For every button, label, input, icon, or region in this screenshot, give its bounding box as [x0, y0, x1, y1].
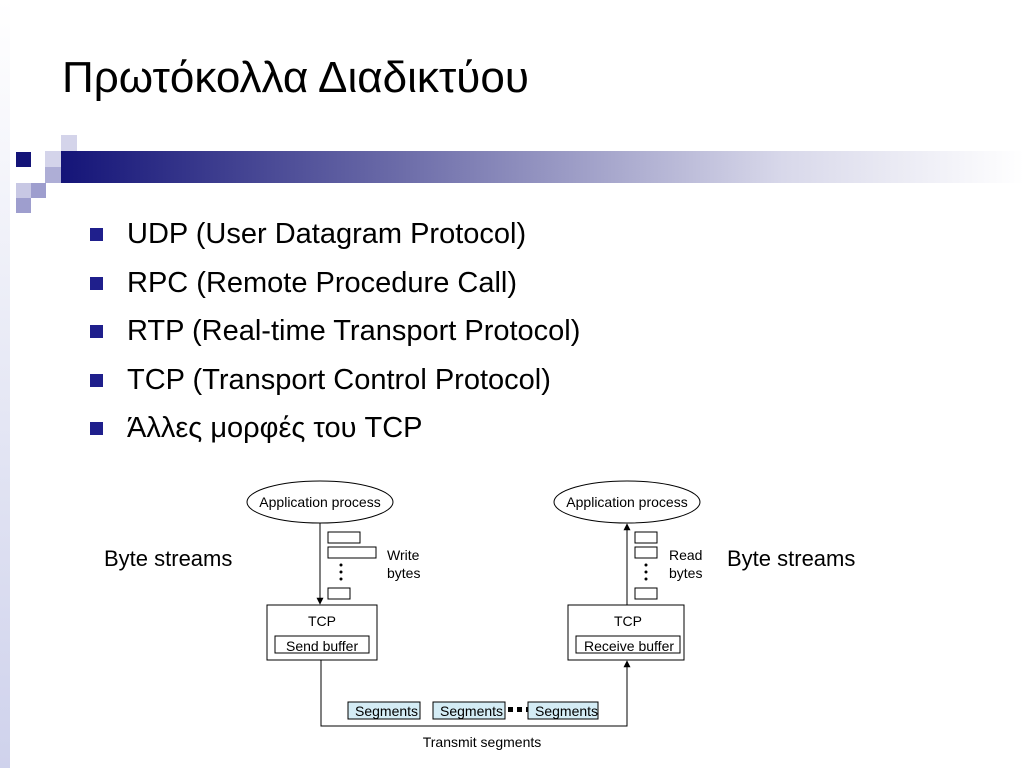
- title-gradient-bar: [60, 151, 1024, 183]
- byte-streams-right-label: Byte streams: [727, 546, 856, 571]
- dot: [644, 563, 648, 567]
- bullet-item: Άλλες μορφές του TCP: [90, 404, 580, 453]
- receive-buffer-label: Receive buffer: [584, 638, 674, 654]
- bullet-text: Άλλες μορφές του TCP: [127, 412, 423, 444]
- byte-streams-left-label: Byte streams: [104, 546, 233, 571]
- segment-label: Segments: [535, 703, 598, 719]
- segment-label: Segments: [355, 703, 418, 719]
- receive-buffer-box: [575, 635, 681, 654]
- left-app-label: Application process: [259, 494, 380, 510]
- read-byte-box: [634, 531, 658, 544]
- dot: [644, 577, 648, 581]
- read-byte-box: [634, 587, 658, 600]
- bullet-text: RTP (Real-time Transport Protocol): [127, 315, 581, 347]
- bullet-square-icon: [90, 422, 103, 435]
- slide-title: Πρωτόκολλα Διαδικτύου: [62, 53, 529, 102]
- bullet-text: RPC (Remote Procedure Call): [127, 266, 518, 299]
- deco-square: [16, 152, 31, 167]
- bullet-item: UDP (User Datagram Protocol): [90, 210, 580, 259]
- dot: [339, 570, 343, 574]
- title-decoration: [16, 135, 1024, 213]
- bullet-item: RPC (Remote Procedure Call): [90, 259, 580, 308]
- deco-square: [16, 198, 31, 213]
- transmit-label: Transmit segments: [423, 734, 542, 750]
- read-label: bytes: [669, 565, 702, 581]
- deco-square: [16, 183, 31, 198]
- bullet-square-icon: [90, 325, 103, 338]
- write-byte-box: [327, 531, 361, 544]
- right-app-label: Application process: [566, 494, 687, 510]
- segment-box: [432, 701, 506, 720]
- send-buffer-box: [274, 635, 370, 654]
- bullet-item: RTP (Real-time Transport Protocol): [90, 307, 580, 356]
- segment-label: Segments: [440, 703, 503, 719]
- write-byte-box: [327, 587, 351, 600]
- deco-square: [61, 135, 77, 151]
- segment-box: [527, 701, 599, 720]
- bullet-square-icon: [90, 373, 103, 387]
- deco-square: [45, 167, 61, 183]
- write-byte-box: [327, 546, 377, 559]
- right-app-ellipse: [553, 480, 701, 524]
- send-buffer-label: Send buffer: [286, 638, 358, 654]
- dot: [644, 570, 648, 574]
- bullet-text: UDP (User Datagram Protocol): [127, 218, 527, 250]
- deco-square: [31, 183, 46, 198]
- ellipsis-dot: [517, 707, 522, 712]
- left-tcp-label: TCP: [308, 613, 336, 629]
- right-tcp-label: TCP: [614, 613, 642, 629]
- dot: [339, 577, 343, 581]
- bullet-square-icon: [90, 228, 103, 241]
- bullet-item: TCP (Transport Control Protocol): [90, 356, 580, 405]
- bullet-list: UDP (User Datagram Protocol) RPC (Remote…: [90, 210, 580, 453]
- bullet-square-icon: [90, 276, 103, 290]
- read-label: Read: [669, 547, 702, 563]
- write-label: Write: [387, 547, 420, 563]
- read-byte-box: [634, 546, 658, 559]
- transmit-path: [320, 660, 631, 727]
- deco-square: [45, 151, 61, 167]
- write-label: bytes: [387, 565, 420, 581]
- ellipsis-dot: [508, 707, 513, 712]
- segment-box: [347, 701, 421, 720]
- bullet-text: TCP (Transport Control Protocol): [127, 363, 551, 396]
- dot: [339, 563, 343, 567]
- left-gradient-strip: [0, 0, 10, 768]
